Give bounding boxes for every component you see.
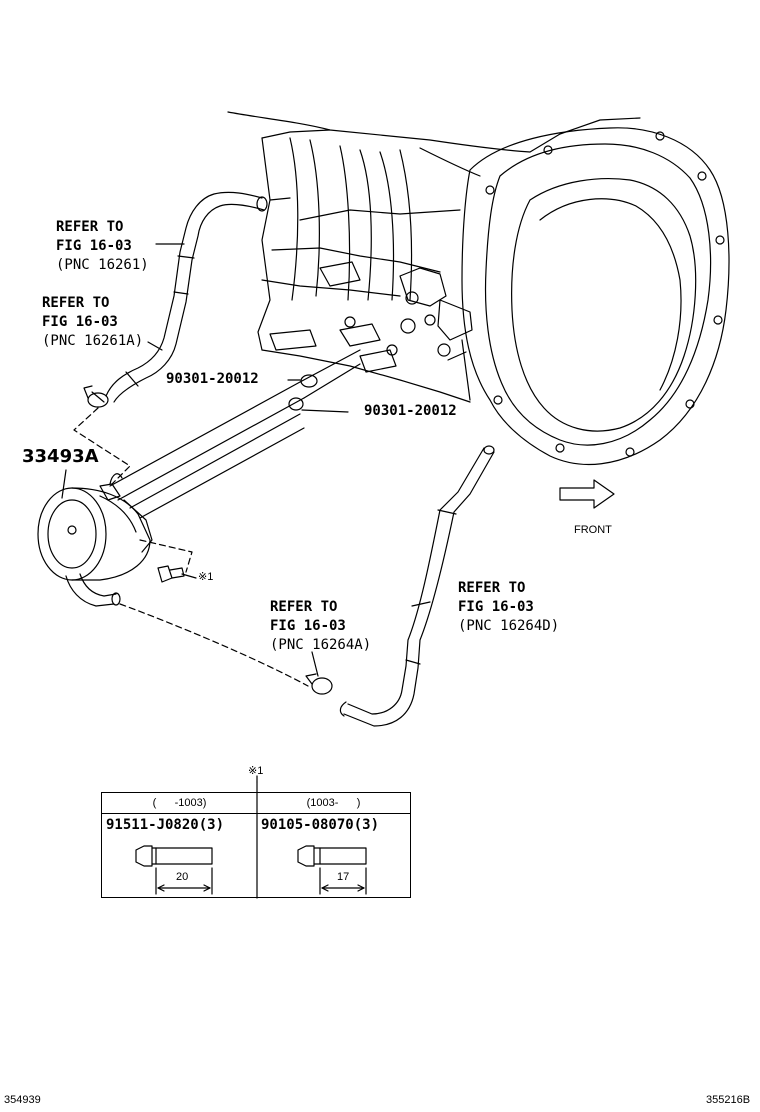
refer-right-line1: REFER TO — [458, 580, 526, 596]
part-number-cooler: 33493A — [22, 446, 99, 467]
front-label: FRONT — [574, 524, 612, 536]
refer-left-line1: REFER TO — [42, 295, 110, 311]
table-header-left: ( -1003) — [102, 793, 257, 814]
refer-label-bottom-left: REFER TO FIG 16-03 (PNC 16264A) — [270, 598, 371, 655]
refer-top-line2: FIG 16-03 — [56, 238, 132, 254]
bolt — [157, 565, 185, 583]
table-column-right: (1003- ) 90105-08070(3) 17 — [257, 793, 410, 897]
table-dimension-left: 20 — [176, 871, 189, 883]
table-part-right: 90105-08070(3) — [261, 817, 380, 833]
dashed-guides — [73, 407, 309, 687]
hose-clamp-lower — [305, 673, 333, 695]
table-column-left: ( -1003) 91511-J0820(3) 20 — [102, 793, 257, 897]
part-number-oring-2: 90301-20012 — [364, 403, 457, 419]
table-header-right: (1003- ) — [257, 793, 410, 814]
lower-cooler-hose — [339, 445, 495, 727]
hose-clamp-upper — [83, 385, 109, 408]
upper-cooler-hose — [105, 191, 268, 403]
transmission-housing — [227, 111, 730, 466]
refer-label-top: REFER TO FIG 16-03 (PNC 16261) — [56, 218, 149, 275]
cooler-pipes — [109, 349, 361, 519]
o-ring-1 — [300, 374, 318, 388]
o-ring-2 — [288, 397, 304, 411]
table-dimension-right: 17 — [337, 871, 350, 883]
refer-right-line3: (PNC 16264D) — [458, 618, 560, 634]
front-arrow-icon — [559, 479, 615, 509]
oil-cooler — [37, 473, 153, 607]
refer-label-left: REFER TO FIG 16-03 (PNC 16261A) — [42, 294, 143, 351]
refer-top-line1: REFER TO — [56, 219, 124, 235]
part-number-oring-1: 90301-20012 — [166, 371, 259, 387]
refer-left-line3: (PNC 16261A) — [42, 333, 144, 349]
leader-lines — [61, 243, 431, 677]
refer-right-line2: FIG 16-03 — [458, 599, 534, 615]
table-graphics — [135, 775, 367, 899]
table-reference-mark: ※1 — [248, 765, 264, 777]
refer-label-right: REFER TO FIG 16-03 (PNC 16264D) — [458, 579, 559, 636]
refer-left-line2: FIG 16-03 — [42, 314, 118, 330]
illustration-code-left: 354939 — [4, 1094, 41, 1106]
refer-bottom-left-line2: FIG 16-03 — [270, 618, 346, 634]
refer-top-line3: (PNC 16261) — [56, 257, 149, 273]
illustration-code-right: 355216B — [706, 1094, 751, 1106]
bolt-reference-mark: ※1 — [198, 571, 214, 583]
refer-bottom-left-line1: REFER TO — [270, 599, 338, 615]
table-part-left: 91511-J0820(3) — [106, 817, 225, 833]
bolt-variant-table: ( -1003) 91511-J0820(3) 20 (1003- ) 9010… — [101, 792, 411, 898]
refer-bottom-left-line3: (PNC 16264A) — [270, 637, 372, 653]
